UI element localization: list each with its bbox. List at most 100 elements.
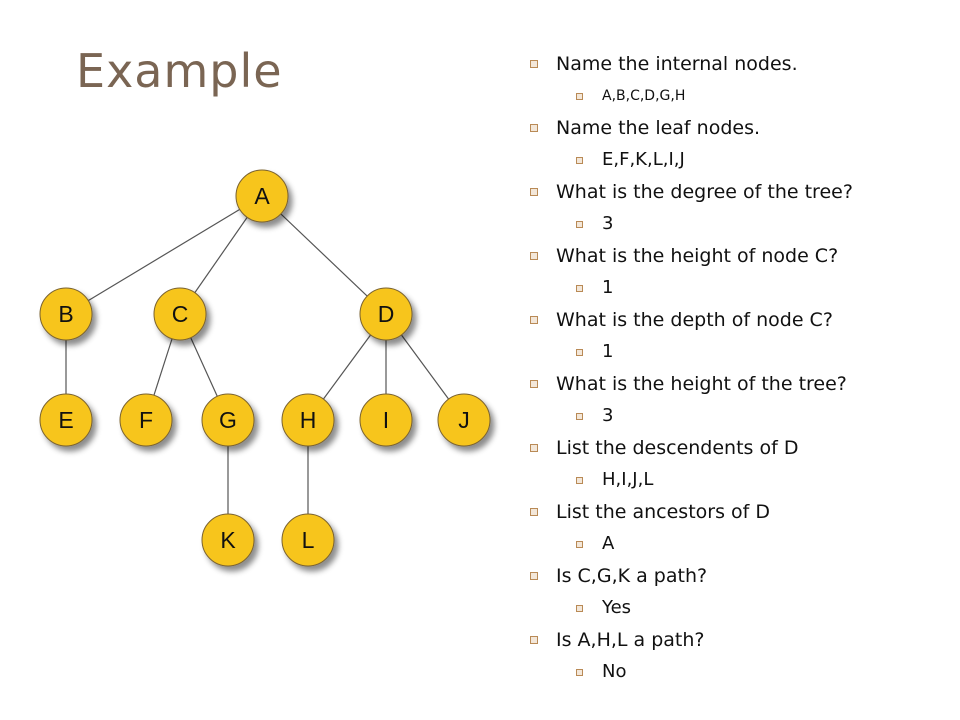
answer-text: H,I,J,L xyxy=(602,469,654,490)
question-text: Is C,G,K a path? xyxy=(556,565,708,587)
tree-node-label: G xyxy=(219,407,237,433)
tree-node-circle xyxy=(201,393,255,447)
answer-item: Yes xyxy=(520,592,950,624)
question-text: Name the leaf nodes. xyxy=(556,117,761,139)
tree-node-circle xyxy=(153,287,207,341)
question-list: Name the internal nodes. A,B,C,D,G,H Name … xyxy=(520,48,950,688)
tree-node-j: J xyxy=(437,393,491,447)
tree-node-g: G xyxy=(201,393,255,447)
tree-edges xyxy=(65,195,465,540)
tree-node-label: D xyxy=(378,301,395,327)
question-text: List the descendents of D xyxy=(556,437,799,459)
square-bullet-icon xyxy=(576,541,583,548)
square-bullet-icon xyxy=(530,188,538,196)
tree-node-d: D xyxy=(359,287,413,341)
tree-node-label: B xyxy=(58,301,73,327)
answer-text: 1 xyxy=(602,277,614,298)
tree-node-label: E xyxy=(58,407,73,433)
tree-node-circle xyxy=(39,393,93,447)
answer-text: E,F,K,L,I,J xyxy=(602,149,685,170)
answer-item: 3 xyxy=(520,400,950,432)
question-item: Is C,G,K a path? xyxy=(520,560,950,592)
square-bullet-icon xyxy=(576,605,583,612)
square-bullet-icon xyxy=(576,669,583,676)
question-item: What is the degree of the tree? xyxy=(520,176,950,208)
answer-item: 1 xyxy=(520,272,950,304)
square-bullet-icon xyxy=(530,316,538,324)
answer-text: 3 xyxy=(602,213,614,234)
question-item: Is A,H,L a path? xyxy=(520,624,950,656)
question-item: What is the height of the tree? xyxy=(520,368,950,400)
question-item: List the ancestors of D xyxy=(520,496,950,528)
square-bullet-icon xyxy=(530,636,538,644)
tree-node-circle xyxy=(119,393,173,447)
answer-text: Yes xyxy=(602,597,632,618)
question-text: What is the height of the tree? xyxy=(556,373,847,395)
tree-node-label: L xyxy=(302,527,315,553)
square-bullet-icon xyxy=(576,157,583,164)
answer-item: 3 xyxy=(520,208,950,240)
tree-node-e: E xyxy=(39,393,93,447)
tree-node-circle xyxy=(359,393,413,447)
answer-text: No xyxy=(602,661,627,682)
tree-node-f: F xyxy=(119,393,173,447)
square-bullet-icon xyxy=(530,380,538,388)
tree-node-label: K xyxy=(220,527,236,553)
answer-item: 1 xyxy=(520,336,950,368)
square-bullet-icon xyxy=(576,413,583,420)
square-bullet-icon xyxy=(576,93,583,100)
tree-edge-a-b xyxy=(65,195,263,315)
tree-node-circle xyxy=(235,169,289,223)
tree-node-label: C xyxy=(172,301,189,327)
square-bullet-icon xyxy=(530,124,538,132)
question-item: List the descendents of D xyxy=(520,432,950,464)
tree-node-a: A xyxy=(235,169,289,223)
tree-node-circle xyxy=(281,513,335,567)
question-text: What is the degree of the tree? xyxy=(556,181,853,203)
tree-node-label: J xyxy=(458,407,470,433)
tree-edge-a-d xyxy=(261,195,387,315)
square-bullet-icon xyxy=(530,444,538,452)
tree-node-circle xyxy=(437,393,491,447)
tree-node-label: F xyxy=(139,407,153,433)
tree-node-label: H xyxy=(300,407,317,433)
square-bullet-icon xyxy=(576,349,583,356)
question-text: List the ancestors of D xyxy=(556,501,771,523)
question-item: Name the internal nodes. xyxy=(520,48,950,80)
tree-node-circle xyxy=(281,393,335,447)
tree-node-circle xyxy=(201,513,255,567)
answer-text: 1 xyxy=(602,341,614,362)
answer-item: A xyxy=(520,528,950,560)
question-item: What is the height of node C? xyxy=(520,240,950,272)
square-bullet-icon xyxy=(576,285,583,292)
question-item: What is the depth of node C? xyxy=(520,304,950,336)
tree-nodes: A B C D E F G H I J K L xyxy=(39,169,491,567)
tree-node-b: B xyxy=(39,287,93,341)
question-item: Name the leaf nodes. xyxy=(520,112,950,144)
square-bullet-icon xyxy=(530,508,538,516)
tree-node-circle xyxy=(39,287,93,341)
square-bullet-icon xyxy=(576,477,583,484)
tree-node-c: C xyxy=(153,287,207,341)
answer-text: A,B,C,D,G,H xyxy=(602,88,686,104)
tree-node-circle xyxy=(359,287,413,341)
tree-node-k: K xyxy=(201,513,255,567)
tree-diagram: A B C D E F G H I J K L xyxy=(39,169,491,567)
answer-item: A,B,C,D,G,H xyxy=(520,80,950,112)
tree-node-label: A xyxy=(254,183,270,209)
question-text: What is the depth of node C? xyxy=(556,309,833,331)
tree-node-label: I xyxy=(383,407,389,433)
answer-text: 3 xyxy=(602,405,614,426)
question-text: What is the height of node C? xyxy=(556,245,839,267)
square-bullet-icon xyxy=(530,252,538,260)
answer-text: A xyxy=(602,533,615,554)
question-text: Name the internal nodes. xyxy=(556,53,798,75)
answer-item: E,F,K,L,I,J xyxy=(520,144,950,176)
answer-item: H,I,J,L xyxy=(520,464,950,496)
tree-node-h: H xyxy=(281,393,335,447)
tree-node-l: L xyxy=(281,513,335,567)
question-text: Is A,H,L a path? xyxy=(556,629,705,651)
answer-item: No xyxy=(520,656,950,688)
slide-title: Example xyxy=(76,44,283,98)
tree-node-i: I xyxy=(359,393,413,447)
